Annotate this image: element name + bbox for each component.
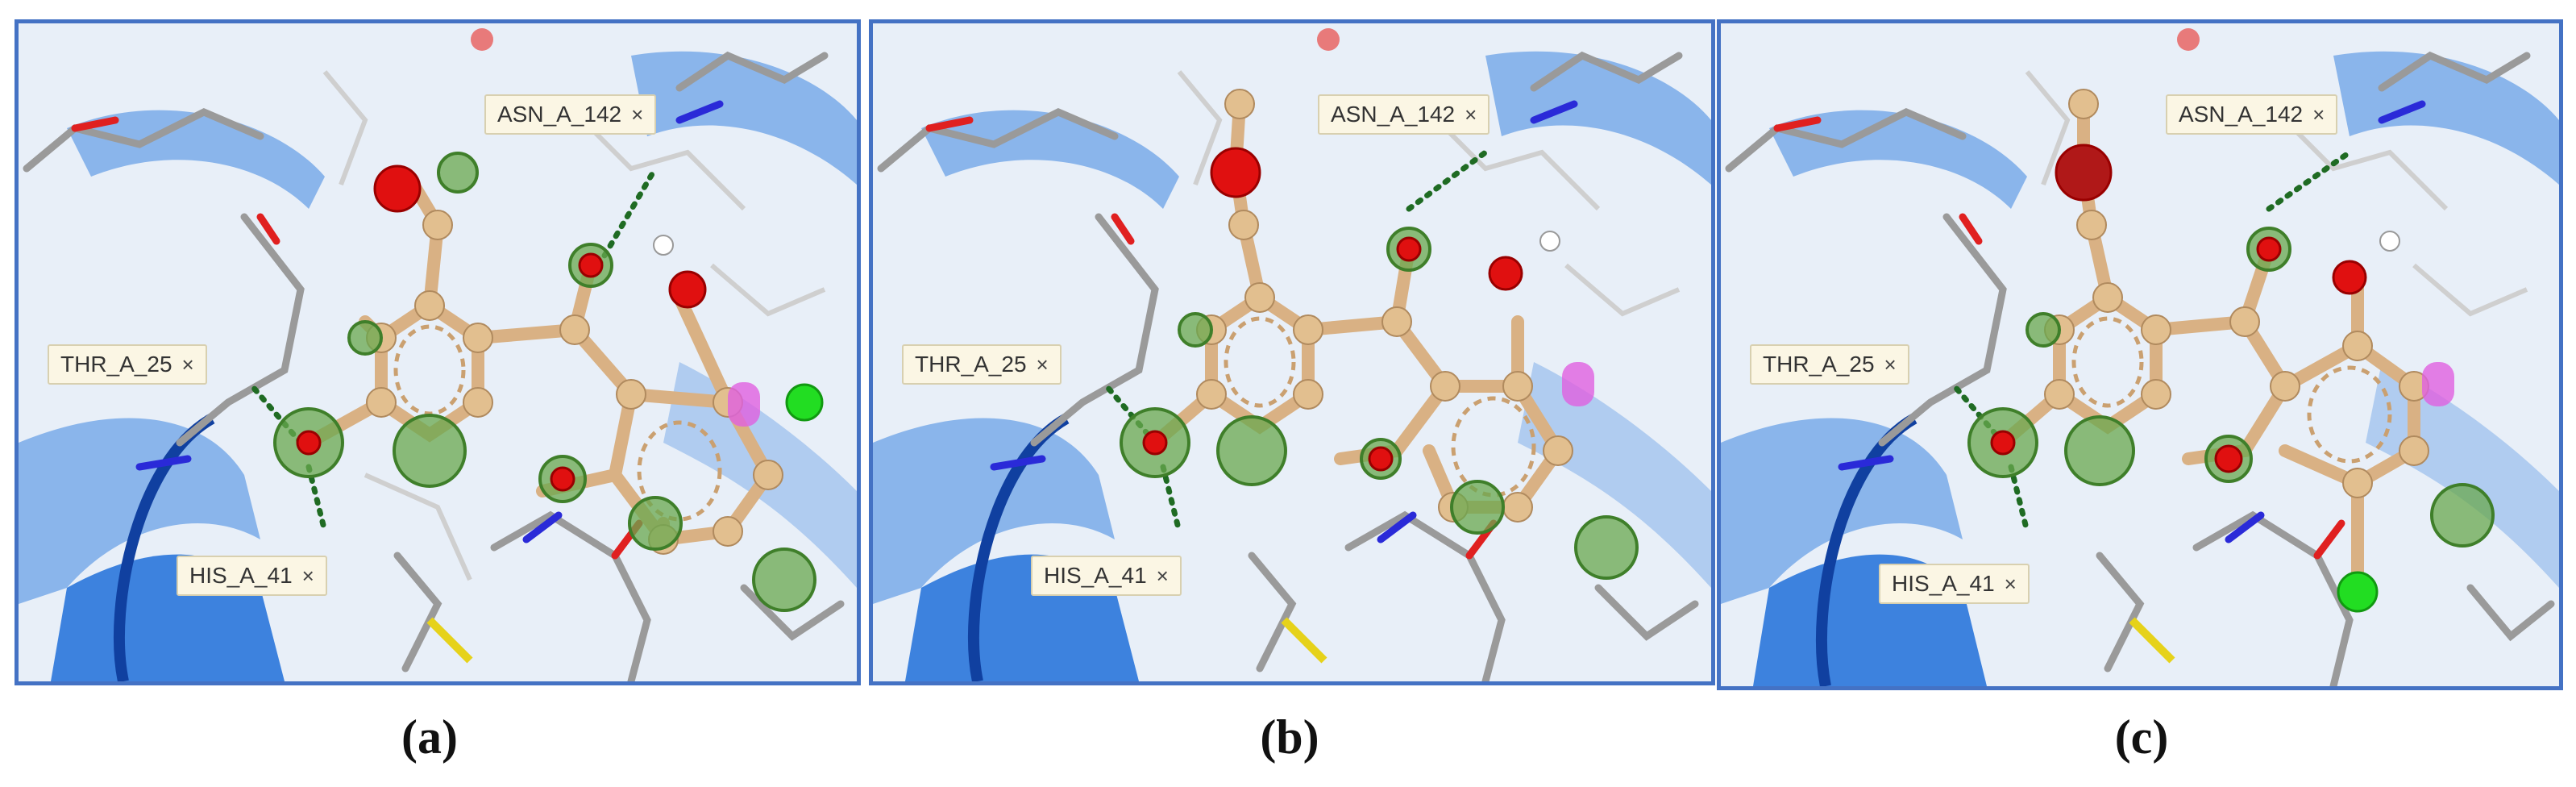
halogen-marker: [728, 382, 760, 427]
oxygen-atoms: [1142, 147, 1523, 472]
residue-label-thr[interactable]: THR_A_25 ×: [1750, 344, 1909, 385]
ligand: [273, 152, 824, 612]
nitrogen-sticks: [1838, 100, 2426, 543]
water-molecule: [471, 28, 493, 51]
close-icon[interactable]: ×: [2312, 102, 2325, 127]
hydrophobic-spheres: [273, 152, 816, 612]
hydrogen-atom: [1539, 231, 1560, 252]
residue-label-thr[interactable]: THR_A_25 ×: [48, 344, 207, 385]
residue-label-asn[interactable]: ASN_A_142 ×: [2166, 94, 2338, 135]
residue-sticks-light: [1177, 70, 1681, 317]
residue-label-asn[interactable]: ASN_A_142 ×: [1318, 94, 1490, 135]
close-icon[interactable]: ×: [1156, 563, 1169, 588]
sulfur-stick: [426, 617, 473, 664]
nitrogen-sticks: [990, 100, 1578, 543]
close-icon[interactable]: ×: [631, 102, 644, 127]
oxygen-atoms: [1990, 144, 2367, 473]
residue-label-his[interactable]: HIS_A_41 ×: [1879, 564, 2030, 604]
residue-name: HIS_A_41: [1044, 563, 1147, 588]
halogen-marker: [1562, 362, 1594, 406]
water-molecule: [2177, 28, 2200, 51]
panel-a: ASN_A_142 × THR_A_25 × HIS_A_41 ×: [15, 19, 861, 685]
chlorine-atom: [785, 383, 824, 422]
residue-label-his[interactable]: HIS_A_41 ×: [1031, 556, 1182, 596]
molecule-view-b: [873, 23, 1711, 681]
panel-b: ASN_A_142 × THR_A_25 × HIS_A_41 ×: [869, 19, 1715, 685]
ligand: [1120, 89, 1639, 580]
close-icon[interactable]: ×: [1036, 352, 1049, 377]
residue-name: HIS_A_41: [1892, 571, 1995, 596]
residue-label-asn[interactable]: ASN_A_142 ×: [484, 94, 657, 135]
residue-name: ASN_A_142: [1331, 102, 1456, 127]
residue-sticks-light: [322, 70, 826, 581]
caption-b: (b): [1260, 710, 1319, 764]
oxygen-sticks: [1773, 116, 2345, 560]
residue-name: HIS_A_41: [189, 563, 293, 588]
water-molecule: [1317, 28, 1340, 51]
close-icon[interactable]: ×: [301, 563, 314, 588]
close-icon[interactable]: ×: [1465, 102, 1477, 127]
close-icon[interactable]: ×: [2004, 571, 2017, 596]
chlorine-atom: [2337, 571, 2379, 613]
hydrophobic-spheres: [1120, 227, 1639, 580]
hydrogen-atom: [653, 235, 674, 256]
close-icon[interactable]: ×: [1884, 352, 1897, 377]
caption-a: (a): [401, 710, 458, 764]
panel-c: ASN_A_142 × THR_A_25 × HIS_A_41 ×: [1717, 19, 2563, 690]
molecule-view-a: [19, 23, 857, 681]
residue-name: THR_A_25: [1763, 352, 1875, 377]
caption-c: (c): [2114, 710, 2169, 764]
oxygen-atoms: [296, 164, 707, 492]
residue-name: ASN_A_142: [497, 102, 622, 127]
molecule-view-c: [1721, 23, 2559, 686]
halogen-marker: [2422, 362, 2454, 406]
sulfur-stick: [1281, 617, 1327, 664]
ligand: [1967, 89, 2495, 613]
residue-name: THR_A_25: [60, 352, 172, 377]
residue-name: THR_A_25: [915, 352, 1027, 377]
residue-label-his[interactable]: HIS_A_41 ×: [177, 556, 327, 596]
residue-name: ASN_A_142: [2179, 102, 2304, 127]
hydrogen-atom: [2379, 231, 2400, 252]
residue-sticks-light: [2025, 70, 2528, 317]
nitrogen-sticks: [135, 100, 724, 543]
residue-label-thr[interactable]: THR_A_25 ×: [902, 344, 1062, 385]
sulfur-stick: [2129, 617, 2175, 664]
close-icon[interactable]: ×: [181, 352, 194, 377]
